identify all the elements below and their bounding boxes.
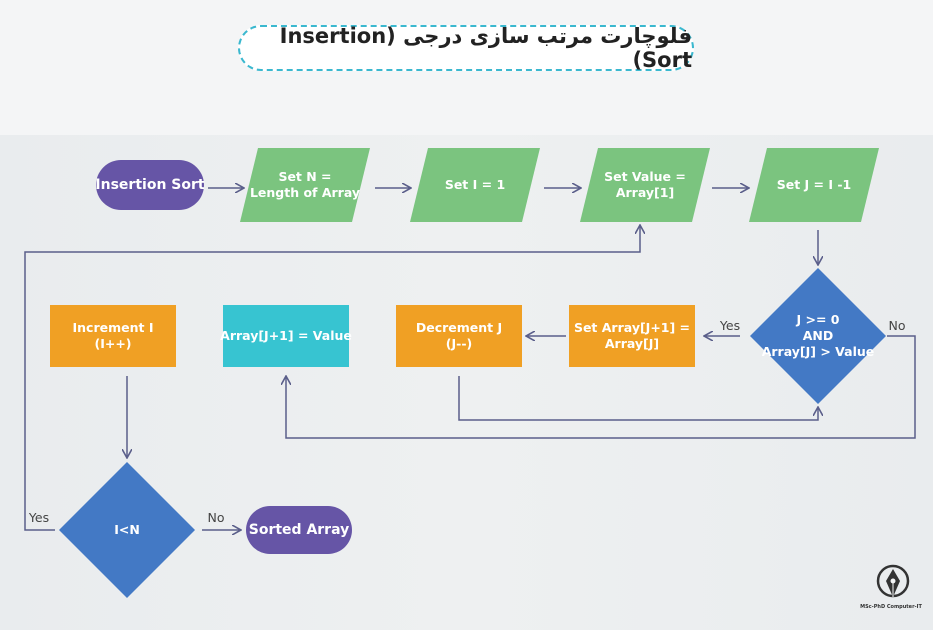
node-set-array-j1: Set Array[J+1] =Array[J] [569, 305, 695, 367]
node-label: Array[J+1] = Value [220, 328, 352, 343]
node-set-n: Set N =Length of Array [240, 148, 370, 222]
rectangle-shape-icon [569, 305, 695, 367]
rounded-pill-shape-icon [96, 160, 204, 210]
rectangle-shape-icon [396, 305, 522, 367]
node-label: Array[1] [616, 185, 674, 200]
edge-label-no: No [208, 510, 225, 525]
diamond-shape-icon [59, 462, 195, 598]
node-label: Sorted Array [249, 522, 349, 538]
edge-cond-j-to-assign-value [286, 335, 916, 439]
node-start: Insertion Sort [95, 160, 205, 210]
node-label: Set I = 1 [445, 177, 505, 192]
node-label: Array[J] > Value [762, 344, 875, 359]
edge-label-yes: Yes [28, 510, 49, 525]
parallelogram-shape-icon [240, 148, 370, 222]
edges-layer [24, 188, 916, 531]
node-label: I<N [114, 522, 140, 537]
node-label: Set N = [278, 169, 331, 184]
parallelogram-shape-icon [749, 148, 879, 222]
node-label: Length of Array [250, 185, 360, 200]
node-label: J >= 0 [796, 312, 840, 327]
node-end: Sorted Array [246, 506, 352, 554]
rectangle-shape-icon [50, 305, 176, 367]
rectangle-shape-icon [223, 305, 349, 367]
node-label: AND [803, 328, 834, 343]
node-label: Increment I [73, 320, 154, 335]
node-cond-i: I<N [59, 462, 195, 598]
node-label: Set J = I -1 [777, 177, 852, 192]
node-label: (J--) [446, 336, 472, 351]
node-assign-value: Array[J+1] = Value [220, 305, 352, 367]
node-set-value: Set Value =Array[1] [580, 148, 710, 222]
node-set-i: Set I = 1 [410, 148, 540, 222]
pen-nib-logo-icon [876, 564, 910, 598]
parallelogram-shape-icon [410, 148, 540, 222]
node-decrement-j: Decrement J(J--) [396, 305, 522, 367]
parallelogram-shape-icon [580, 148, 710, 222]
page-title: فلوچارت مرتب سازی درجی (Insertion Sort) [238, 24, 694, 72]
node-increment-i: Increment I(I++) [50, 305, 176, 367]
rounded-pill-shape-icon [246, 506, 352, 554]
edge-decrement-j-to-cond-j [458, 376, 818, 421]
node-label: Set Array[J+1] = [574, 320, 690, 335]
edge-label-yes: Yes [719, 318, 740, 333]
node-set-j: Set J = I -1 [749, 148, 879, 222]
node-label: (I++) [94, 336, 131, 351]
edge-label-no: No [889, 318, 906, 333]
node-label: Decrement J [416, 320, 502, 335]
node-label: Set Value = [604, 169, 686, 184]
logo-caption: MSc-PhD Computer-IT [860, 604, 922, 610]
edge-cond-i-to-set-value [24, 226, 640, 531]
node-label: Array[J] [605, 336, 659, 351]
node-label: Insertion Sort [95, 177, 204, 193]
diamond-shape-icon [750, 268, 886, 404]
